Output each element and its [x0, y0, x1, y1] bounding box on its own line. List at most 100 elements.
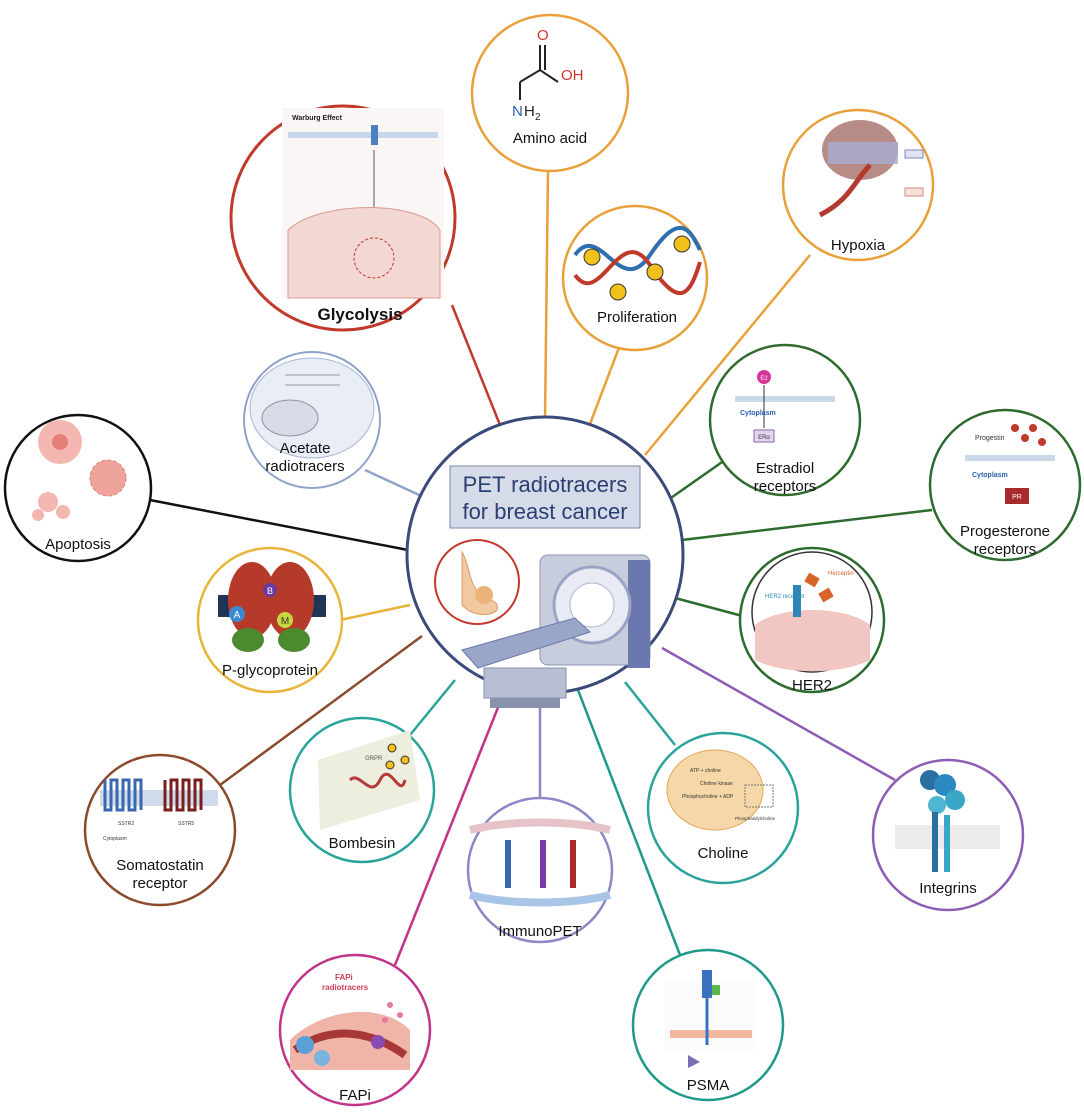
progestin-molecule [1021, 434, 1029, 442]
acetate-label-line1: Acetate [280, 440, 331, 457]
node-somatostatin: SSTR2 SSTR5 Cytoplasm Somatostatin recep… [83, 753, 237, 907]
hypoxia-label: Hypoxia [831, 237, 886, 254]
phospholipid-bilayer [744, 784, 774, 808]
fapi-inset-subtitle: radiotracers [322, 983, 369, 992]
integrin-head [928, 796, 946, 814]
node-apoptosis: Apoptosis [3, 413, 153, 563]
node-integrins: Integrins [871, 758, 1025, 912]
connector-progesterone [681, 508, 933, 542]
node-acetate: Acetate radiotracers [243, 351, 381, 489]
center-title-line1: PET radiotracers [463, 472, 628, 497]
bombesin-label: Bombesin [329, 835, 396, 852]
dna-strand-1 [573, 226, 702, 272]
choline-cell [666, 749, 764, 831]
nucleus [52, 434, 68, 450]
fapi-inset-title: FAPi [335, 973, 353, 982]
pgp-label: P-glycoprotein [222, 662, 318, 679]
tracer-dot [382, 1017, 388, 1023]
breast-gland [475, 586, 493, 604]
tumor-cell [314, 1050, 330, 1066]
tca-cycle [353, 237, 395, 279]
sstr5-label: SSTR5 [178, 821, 194, 827]
choline-line1: ATP + choline [690, 768, 721, 774]
choline-line2: Choline kinase [700, 781, 733, 787]
amino-acid-circle [470, 13, 630, 173]
membrane [965, 455, 1055, 461]
pr-label: PR [1012, 494, 1022, 501]
oxygen-label: O [537, 27, 549, 44]
progestin-molecule [1029, 424, 1037, 432]
integrin-head [945, 790, 965, 810]
progestin-label: Progestin [975, 435, 1005, 442]
glycolysis-inset-title: Warburg Effect [292, 115, 343, 122]
radiation-icon [387, 743, 397, 753]
her2-receptor-label: HER2 receptor [765, 594, 805, 600]
vegf-box [904, 187, 924, 197]
center-title-line2: for breast cancer [462, 499, 627, 524]
breast-illustration [461, 550, 498, 616]
acetate-mitochondrion [261, 399, 319, 437]
tumor-membrane [469, 891, 611, 907]
site-a [229, 606, 245, 622]
connector-apoptosis [149, 498, 409, 552]
fapi-label: FAPi [339, 1087, 371, 1104]
pgp-domain-right [266, 562, 314, 638]
estradiol-label-line1: Estradiol [756, 460, 814, 477]
tumor-cell [296, 1036, 314, 1054]
apoptotic-body [32, 509, 44, 521]
node-proliferation: Proliferation [561, 204, 709, 352]
progestin-molecule [1011, 424, 1019, 432]
connector-hypoxia [644, 254, 811, 456]
progesterone-circle [928, 408, 1082, 562]
radiation-icon [400, 755, 410, 765]
site-m [277, 612, 293, 628]
hydrogen-subscript: 2 [535, 112, 541, 123]
connector-bombesin [409, 679, 456, 736]
connector-pgp [339, 603, 411, 622]
cytoplasm-label: Cytoplasm [972, 472, 1008, 479]
glycolysis-label: Glycolysis [317, 305, 402, 324]
choline-line3: Phosphocholine + ADP [682, 794, 734, 800]
breast-inset [434, 539, 520, 625]
site-a-label: A [234, 610, 241, 621]
antibody-arm [818, 587, 834, 603]
nbd-right [278, 628, 310, 652]
node-her2: HER2 receptor Herceptin HER2 [738, 546, 886, 694]
sstr5-receptor [163, 778, 203, 812]
cytoplasm-label: Cytoplasm [103, 836, 127, 842]
tracer-dot [387, 1002, 393, 1008]
immunopet-label: ImmunoPET [498, 923, 581, 940]
membrane [670, 1030, 752, 1038]
antibody-arm [804, 572, 820, 588]
her2-receptor-shape [793, 585, 801, 617]
dna-strand-2 [573, 250, 702, 296]
connector-integrins [661, 646, 896, 782]
acetate-label-line2: radiotracers [265, 458, 344, 475]
psma-binding-site [712, 985, 720, 995]
estradiol-label-line2: receptors [754, 478, 817, 495]
apoptotic-body [56, 505, 70, 519]
tumor-hypoxic [828, 142, 898, 164]
mitochondrion [287, 207, 441, 299]
choline-side-label: Phosphatidylcholine [735, 816, 776, 821]
estradiol-circle [708, 343, 862, 497]
progesterone-label-line1: Progesterone [960, 523, 1050, 540]
tracer-dot [397, 1012, 403, 1018]
radiation-icon [385, 760, 395, 770]
somatostatin-label-line1: Somatostatin [116, 857, 204, 874]
sstr2-receptor [103, 778, 143, 812]
node-amino-acid: O OH N H 2 Amino acid [470, 13, 630, 173]
node-choline: ATP + choline Choline kinase Phosphochol… [646, 731, 800, 885]
connector-her2 [674, 596, 751, 620]
node-glycolysis: Warburg Effect Glycolysis [229, 104, 457, 332]
connector-glycolysis [450, 304, 502, 426]
connector-estradiol [667, 458, 726, 502]
er-label: ERα [758, 435, 770, 441]
integrin-head [934, 774, 956, 796]
progesterone-label-line2: receptors [974, 541, 1037, 558]
psma-intracellular [688, 1055, 700, 1068]
cd80-ctla4 [570, 840, 576, 888]
radiation-icon [609, 283, 627, 301]
integrin-stalk [932, 812, 938, 872]
choline-label: Choline [698, 845, 749, 862]
